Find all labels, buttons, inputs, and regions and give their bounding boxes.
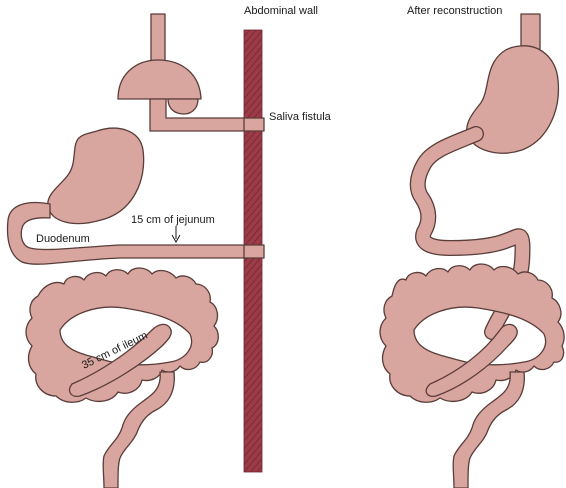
- label-duodenum: Duodenum: [36, 233, 90, 245]
- after-reconstruction-group: After reconstruction: [379, 5, 565, 488]
- jejunum-stoma: [243, 244, 265, 259]
- label-abdominal-wall: Abdominal wall: [244, 5, 318, 17]
- ileum-segment-right: [425, 323, 518, 398]
- jejunum-loop: [411, 127, 530, 339]
- saliva-fistula-stoma: [243, 117, 265, 132]
- label-jejunum: 15 cm of jejunum: [131, 214, 215, 226]
- label-saliva-fistula: Saliva fistula: [269, 111, 332, 123]
- stomach-lower: [47, 127, 145, 225]
- colon-left: [25, 267, 219, 403]
- remnant-duct: [149, 98, 251, 132]
- rectum-right: [452, 371, 525, 488]
- jejunum-arrow: [171, 226, 181, 244]
- label-after-reconstruction: After reconstruction: [407, 5, 502, 17]
- esophagus-left: [150, 13, 166, 65]
- stomach-remnant-upper: [117, 59, 202, 100]
- remnant-cap: [167, 98, 199, 115]
- ileum-segment: [68, 323, 172, 398]
- rectum-left: [102, 371, 175, 488]
- before-surgery-group: Abdominal wall Saliva fistula 15 cm of j…: [6, 5, 332, 488]
- colon-right: [379, 263, 565, 403]
